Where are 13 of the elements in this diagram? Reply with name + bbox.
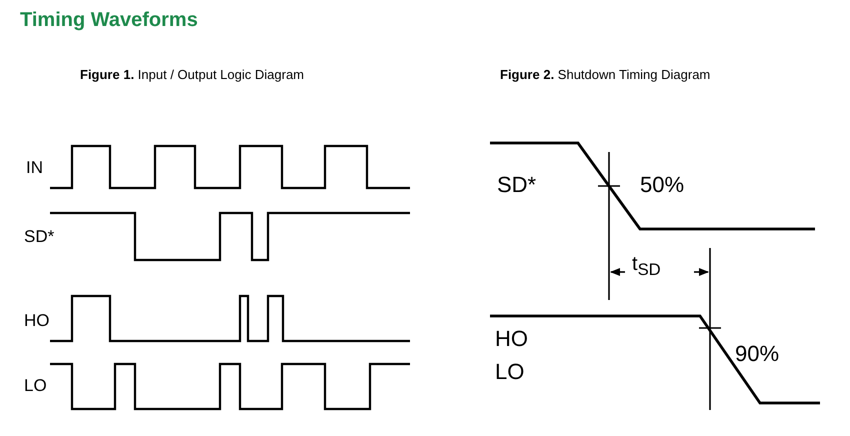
signal-label: HO — [24, 312, 50, 329]
figure-caption: Figure 2. Shutdown Timing Diagram — [500, 68, 710, 81]
timing-label: t$_{SD}$ — [632, 254, 661, 279]
percent-label: 90% — [735, 343, 780, 365]
signal-label: SD* — [24, 228, 54, 245]
heading: Timing Waveforms — [20, 10, 198, 30]
signal-label: LO — [24, 377, 47, 394]
signal-label: SD* — [497, 174, 536, 196]
signal-label: HO — [495, 328, 528, 350]
signal-label: IN — [26, 159, 43, 176]
figure-caption: Figure 1. Input / Output Logic Diagram — [80, 68, 304, 81]
signal-label: LO — [495, 361, 524, 383]
percent-label: 50% — [640, 174, 684, 196]
